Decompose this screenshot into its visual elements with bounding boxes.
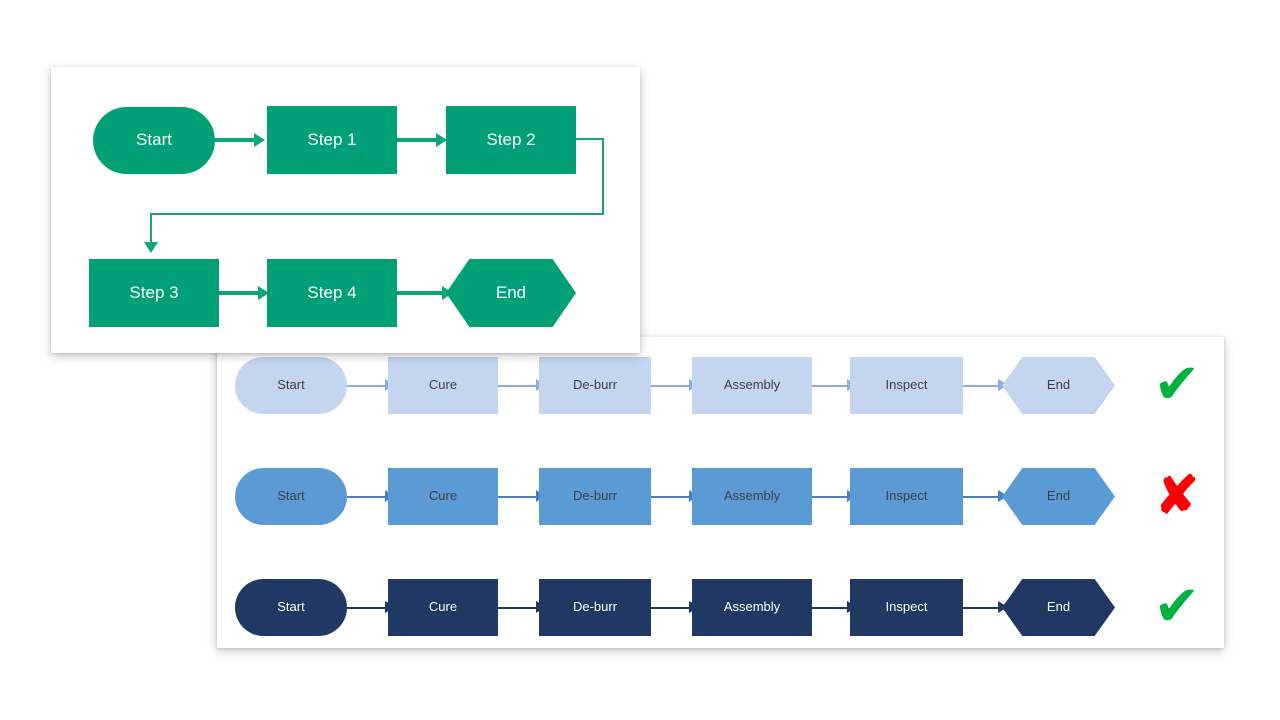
connector-assembly-inspect: [812, 385, 851, 387]
connector-cure-deburr: [498, 385, 540, 387]
node-end[interactable]: End: [1002, 579, 1115, 636]
node-step-2[interactable]: Step 2: [446, 106, 576, 174]
connector-inspect-end: [963, 385, 1002, 387]
arrow-step1-step2: [436, 133, 447, 147]
process-comparison-card: Start Cure De-burr Assembly Inspect End …: [217, 337, 1224, 648]
node-assembly[interactable]: Assembly: [692, 468, 812, 525]
connector-deburr-assembly: [651, 607, 693, 609]
arrow-step3-step4: [258, 286, 269, 300]
node-de-burr[interactable]: De-burr: [539, 357, 651, 414]
node-cure[interactable]: Cure: [388, 579, 498, 636]
node-cure[interactable]: Cure: [388, 468, 498, 525]
node-start[interactable]: Start: [235, 357, 347, 414]
sample-flowchart-card: Start Step 1 Step 2 Step 3 Step 4 End: [51, 67, 640, 353]
elbow-segment-down-1: [602, 138, 604, 215]
connector-step3-step4: [219, 291, 261, 295]
node-end[interactable]: End: [1002, 468, 1115, 525]
node-de-burr[interactable]: De-burr: [539, 579, 651, 636]
connector-start-cure: [347, 385, 389, 387]
arrow-start-step1: [254, 133, 265, 147]
node-start[interactable]: Start: [235, 468, 347, 525]
connector-deburr-assembly: [651, 496, 693, 498]
node-step-3[interactable]: Step 3: [89, 259, 219, 327]
node-inspect[interactable]: Inspect: [850, 468, 963, 525]
node-inspect[interactable]: Inspect: [850, 357, 963, 414]
node-step-1[interactable]: Step 1: [267, 106, 397, 174]
node-end[interactable]: End: [446, 259, 576, 327]
elbow-segment-down-2: [150, 213, 152, 245]
node-assembly[interactable]: Assembly: [692, 579, 812, 636]
connector-assembly-inspect: [812, 496, 851, 498]
elbow-segment-right: [576, 138, 604, 140]
connector-cure-deburr: [498, 496, 540, 498]
connector-deburr-assembly: [651, 385, 693, 387]
connector-step1-step2: [397, 138, 439, 142]
node-cure[interactable]: Cure: [388, 357, 498, 414]
connector-start-step1: [215, 138, 257, 142]
elbow-segment-left: [150, 213, 604, 215]
connector-assembly-inspect: [812, 607, 851, 609]
status-cross-icon: ✘: [1155, 467, 1199, 525]
status-check-icon: ✔: [1153, 352, 1201, 417]
connector-cure-deburr: [498, 607, 540, 609]
node-start[interactable]: Start: [235, 579, 347, 636]
node-end[interactable]: End: [1002, 357, 1115, 414]
connector-step4-end: [397, 291, 445, 295]
connector-start-cure: [347, 496, 389, 498]
connector-inspect-end: [963, 496, 1002, 498]
connector-inspect-end: [963, 607, 1002, 609]
node-inspect[interactable]: Inspect: [850, 579, 963, 636]
node-start[interactable]: Start: [93, 107, 215, 174]
node-de-burr[interactable]: De-burr: [539, 468, 651, 525]
arrow-into-step3: [144, 242, 158, 253]
connector-start-cure: [347, 607, 389, 609]
node-assembly[interactable]: Assembly: [692, 357, 812, 414]
node-step-4[interactable]: Step 4: [267, 259, 397, 327]
status-check-icon: ✔: [1153, 574, 1201, 639]
